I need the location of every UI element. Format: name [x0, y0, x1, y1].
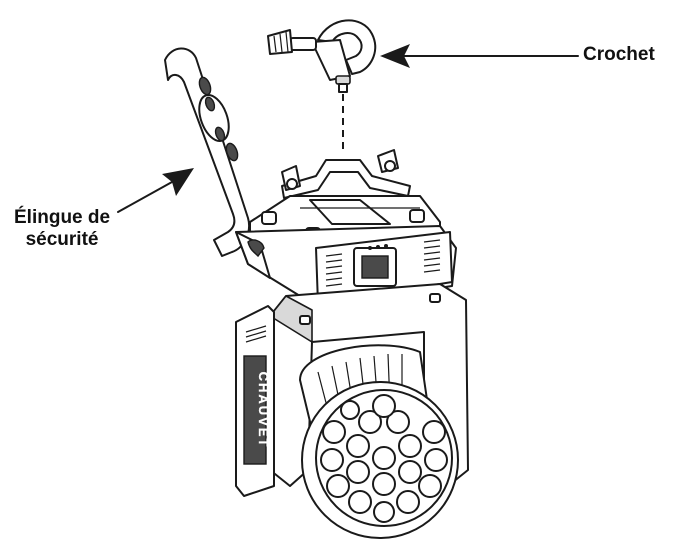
safety-cable-label: Élingue de sécurité — [14, 207, 110, 251]
front-vent-left — [325, 253, 343, 287]
front-vent-right — [423, 239, 441, 273]
brand-logo-panel — [243, 355, 267, 465]
moving-head-fixture-icon — [235, 149, 469, 539]
side-vent — [245, 325, 267, 343]
led-array — [320, 394, 448, 523]
arrow-icon — [117, 44, 579, 213]
safety-cable-label-line2: sécurité — [25, 229, 99, 250]
hook-label: Crochet — [583, 44, 655, 65]
safety-cable-label-line1: Élingue de — [14, 207, 111, 228]
clamp-hook-icon — [267, 19, 377, 93]
omega-bracket — [281, 149, 411, 199]
safety-cable-icon — [164, 47, 250, 257]
